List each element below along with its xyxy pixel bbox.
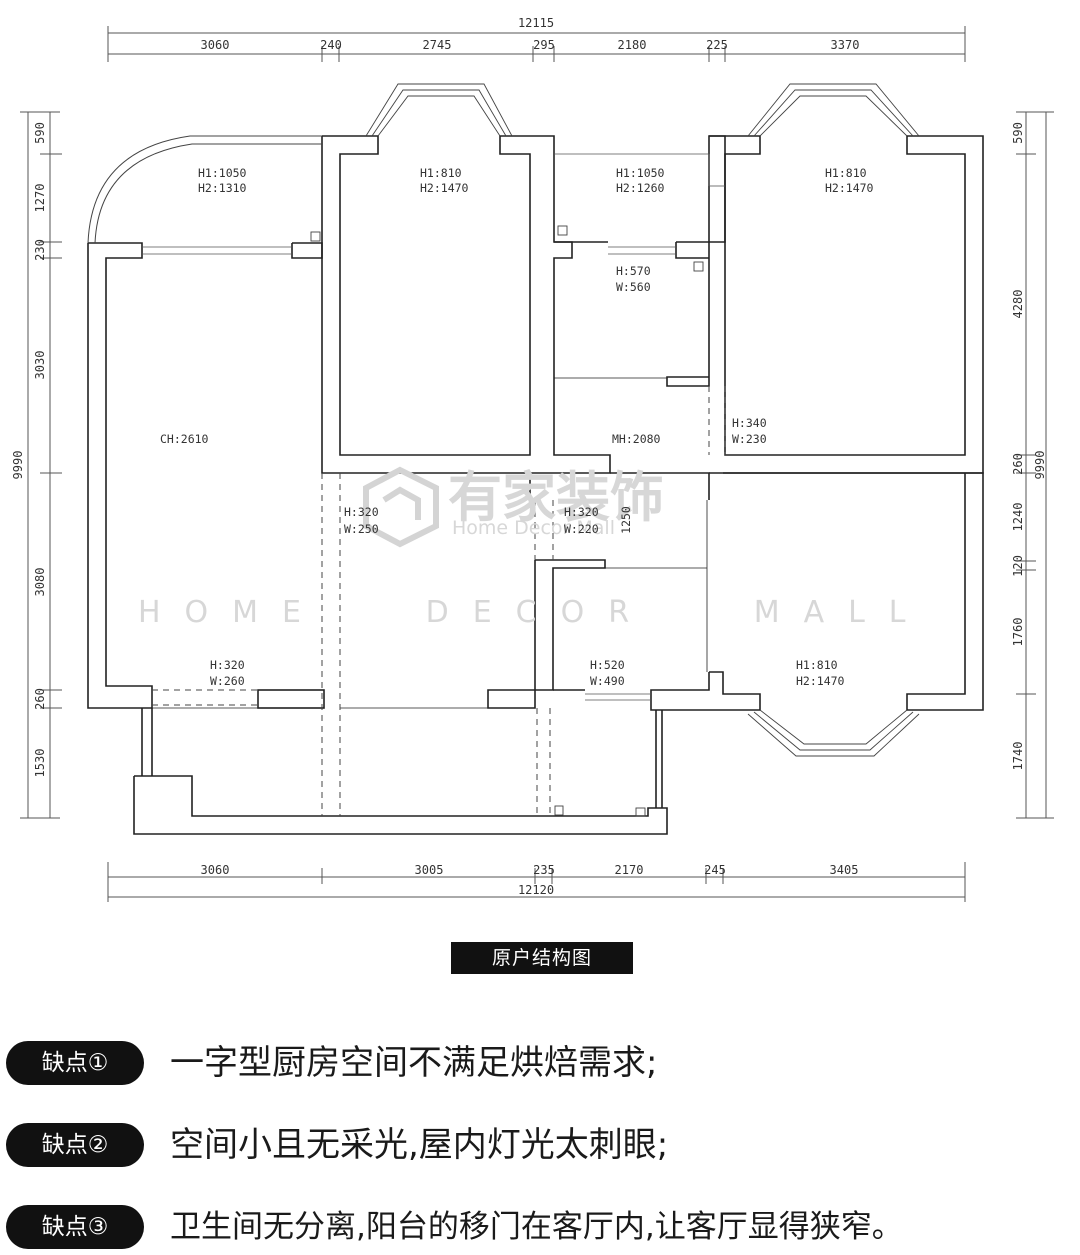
shafts	[310, 225, 704, 817]
right-seg: 590	[1011, 122, 1025, 144]
bottom-total: 12120	[518, 883, 554, 897]
defect-row: 缺点② 空间小且无采光,屋内灯光太刺眼;	[0, 1117, 1080, 1173]
top-seg: 295	[533, 38, 555, 52]
label-kitchen-door-h: H:520	[590, 658, 625, 672]
defect-badge: 缺点②	[6, 1123, 144, 1167]
watermark-brand: 有家装饰	[448, 466, 664, 529]
label-bath-window-h2: H2:1260	[616, 181, 665, 195]
bottom-seg: 245	[704, 863, 726, 877]
left-dimension-text: 9990 590 1270 230 3030 3080 260 1530	[11, 122, 47, 777]
top-seg: 225	[706, 38, 728, 52]
dashed-lines	[152, 386, 726, 816]
top-total: 12115	[518, 16, 554, 30]
plan-caption: 原户结构图	[451, 942, 633, 974]
label-bedroom2-h1: H1:810	[420, 166, 462, 180]
label-kitchen-door-w: W:490	[590, 674, 625, 688]
left-seg: 230	[33, 239, 47, 261]
left-seg: 3030	[33, 351, 47, 380]
bottom-dimension-text: 3060 3005 235 2170 245 3405 12120	[201, 863, 859, 897]
left-total: 9990	[11, 451, 25, 480]
label-bath-window-h1: H1:1050	[616, 166, 665, 180]
label-bedroom-se-h2: H2:1470	[796, 674, 845, 688]
left-seg: 1270	[33, 184, 47, 213]
top-seg: 240	[320, 38, 342, 52]
label-kitchen-depth: 1250	[619, 506, 633, 534]
top-seg: 2180	[618, 38, 647, 52]
window-frames	[142, 153, 725, 701]
label-balcony-nw-h1: H1:1050	[198, 166, 247, 180]
label-door-living-w: W:260	[210, 674, 245, 688]
label-door-b-h: H:320	[564, 505, 599, 519]
defect-row: 缺点① 一字型厨房空间不满足烘焙需求;	[0, 1035, 1080, 1091]
right-total: 9990	[1033, 451, 1047, 480]
dimension-lines	[20, 26, 1054, 902]
label-bedroom2-h2: H2:1470	[420, 181, 469, 195]
curved-balcony	[87, 135, 322, 244]
label-balcony-nw-h2: H2:1310	[198, 181, 247, 195]
top-seg: 2745	[423, 38, 452, 52]
defect-text: 空间小且无采光,屋内灯光太刺眼;	[170, 1125, 669, 1165]
right-seg: 1740	[1011, 742, 1025, 771]
label-bath-height: MH:2080	[612, 432, 661, 446]
label-bath-door-w: W:230	[732, 432, 767, 446]
bottom-seg: 2170	[615, 863, 644, 877]
right-seg: 1760	[1011, 618, 1025, 647]
label-bath-h: H:570	[616, 264, 651, 278]
top-seg: 3370	[831, 38, 860, 52]
defect-row: 缺点③ 卫生间无分离,阳台的移门在客厅内,让客厅显得狭窄。	[0, 1199, 1080, 1255]
label-door-living-h: H:320	[210, 658, 245, 672]
label-door-a-w: W:250	[344, 522, 379, 536]
right-seg: 120	[1011, 555, 1025, 577]
defect-text: 卫生间无分离,阳台的移门在客厅内,让客厅显得狭窄。	[170, 1209, 903, 1245]
right-seg: 1240	[1011, 503, 1025, 532]
walls	[87, 135, 984, 835]
defect-text: 一字型厨房空间不满足烘焙需求;	[170, 1043, 658, 1083]
defect-badge: 缺点①	[6, 1041, 144, 1085]
label-bedroom-ne-h1: H1:810	[825, 166, 867, 180]
bottom-seg: 3005	[415, 863, 444, 877]
left-seg: 3080	[33, 568, 47, 597]
label-door-a-h: H:320	[344, 505, 379, 519]
left-seg: 1530	[33, 749, 47, 778]
top-seg: 3060	[201, 38, 230, 52]
label-door-b-w: W:220	[564, 522, 599, 536]
right-seg: 4280	[1011, 290, 1025, 319]
left-seg: 260	[33, 688, 47, 710]
room-labels: H1:1050 H2:1310 H1:810 H2:1470 H1:1050 H…	[160, 166, 874, 688]
watermark-wide: HOME DECOR MALL	[138, 595, 930, 630]
watermark-logo-icon	[363, 466, 439, 548]
defect-badge: 缺点③	[6, 1205, 144, 1249]
bottom-seg: 3405	[830, 863, 859, 877]
top-dimension-text: 12115 3060 240 2745 295 2180 225 3370	[201, 16, 860, 52]
label-bath-door-h: H:340	[732, 416, 767, 430]
watermark: 有家装饰 Home Decor Mall HOME DECOR MALL	[138, 466, 930, 630]
bottom-seg: 235	[533, 863, 555, 877]
bottom-seg: 3060	[201, 863, 230, 877]
floor-plan: 12115 3060 240 2745 295 2180 225 3370 30…	[11, 16, 1054, 902]
watermark-brand-en: Home Decor Mall	[452, 517, 615, 539]
label-bedroom-se-h1: H1:810	[796, 658, 838, 672]
right-seg: 260	[1011, 453, 1025, 475]
left-seg: 590	[33, 122, 47, 144]
label-living-height: CH:2610	[160, 432, 209, 446]
label-bedroom-ne-h2: H2:1470	[825, 181, 874, 195]
right-dimension-text: 590 4280 260 1240 120 1760 1740 9990	[1011, 122, 1047, 770]
bay-windows	[365, 83, 920, 757]
label-bath-w: W:560	[616, 280, 651, 294]
